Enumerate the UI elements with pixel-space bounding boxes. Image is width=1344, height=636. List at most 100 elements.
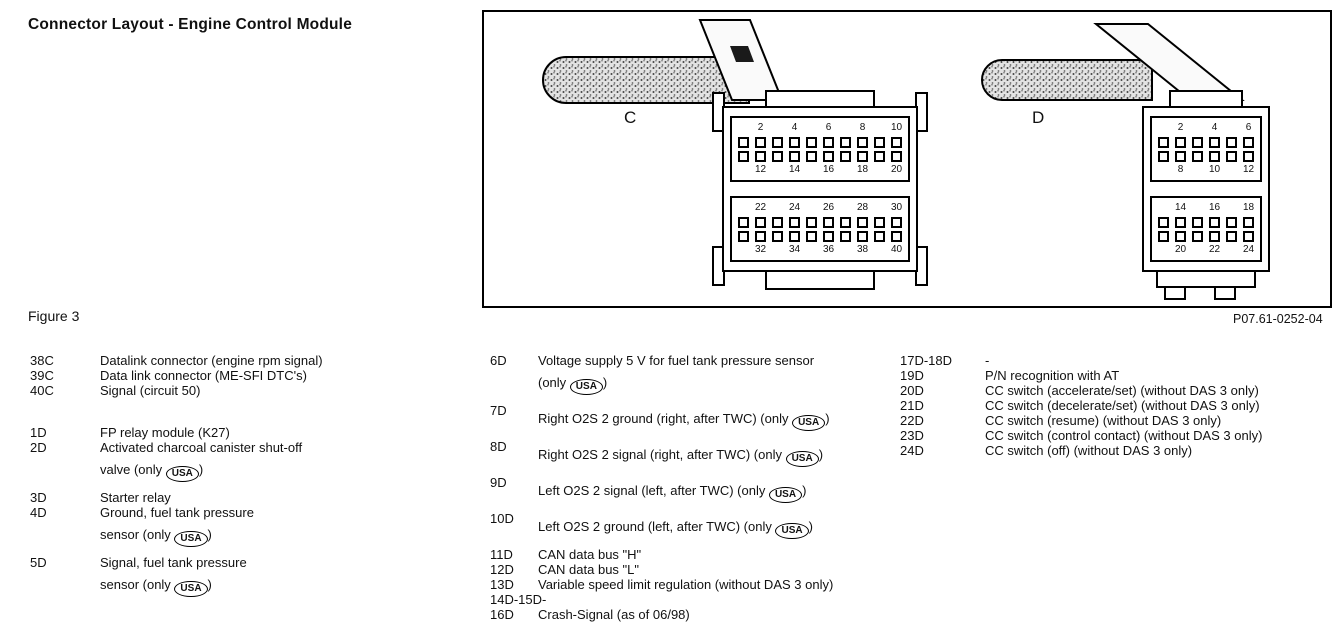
pin-number: 24: [1242, 244, 1255, 255]
pin-description-line: Left O2S 2 ground (left, after TWC) (onl…: [538, 520, 890, 539]
pin-description-line: Variable speed limit regulation (without…: [538, 577, 834, 592]
pin-square: [772, 136, 783, 148]
pin-number: 10: [890, 122, 903, 133]
usa-badge: USA: [174, 581, 208, 597]
pin-number: 36: [822, 244, 835, 255]
pin-number: [1155, 163, 1172, 177]
figure-label: Figure 3: [28, 308, 80, 324]
legend-entry: 17D-18D-: [900, 354, 1340, 368]
usa-badge: USA: [768, 487, 803, 503]
pin-cell: [1155, 215, 1172, 229]
pin-cell: [854, 215, 871, 229]
pin-number: [803, 243, 820, 257]
pin-number: 32: [754, 244, 767, 255]
pin-cell: [820, 229, 837, 243]
pin-cell: [1223, 215, 1240, 229]
pin-cell: [837, 215, 854, 229]
page-title: Connector Layout - Engine Control Module: [28, 16, 353, 33]
pin-row: [735, 149, 905, 163]
pin-square: [840, 216, 851, 228]
pin-description: CAN data bus "H": [538, 548, 890, 562]
cable-c: [542, 56, 750, 104]
pin-number: 34: [788, 244, 801, 255]
pin-number: 18: [856, 164, 869, 175]
pin-description-line: P/N recognition with AT: [985, 368, 1120, 383]
pin-cell: [769, 149, 786, 163]
pin-id: 20D: [900, 383, 924, 398]
pin-square: [823, 230, 834, 242]
pin-description-line: Crash-Signal (as of 06/98): [538, 607, 690, 622]
pin-square: [806, 230, 817, 242]
pin-row: [1155, 149, 1257, 163]
pin-id: 16D: [490, 607, 514, 622]
pin-cell: [735, 149, 752, 163]
pin-number: [1155, 201, 1172, 215]
pin-square: [1243, 150, 1254, 162]
pin-description-line: Signal (circuit 50): [100, 383, 201, 398]
pin-description-line: sensor (only USA): [100, 528, 480, 547]
pin-number: 8: [1177, 164, 1184, 175]
pin-cell: [752, 149, 769, 163]
pin-row: [735, 215, 905, 229]
pin-id: 9D: [490, 475, 507, 490]
pin-square: [823, 136, 834, 148]
pin-id: 39C: [30, 368, 54, 383]
pin-cell: [854, 229, 871, 243]
pin-number: 6: [1245, 122, 1252, 133]
pin-number: [1189, 121, 1206, 135]
pin-cell: [871, 135, 888, 149]
pin-number: 24: [788, 202, 801, 213]
connector-label-c: C: [624, 108, 637, 127]
pin-description-line: Starter relay: [100, 490, 171, 505]
pin-square: [891, 230, 902, 242]
pin-description-line: -: [542, 592, 547, 607]
pin-cell: [769, 135, 786, 149]
pin-description-line: sensor (only USA): [100, 578, 480, 597]
pin-cell: [837, 229, 854, 243]
pin-cell: [854, 135, 871, 149]
pin-number: [837, 163, 854, 177]
pin-number: 6: [825, 122, 832, 133]
pin-cell: [803, 229, 820, 243]
pin-cell: [854, 149, 871, 163]
pin-cell: [1155, 135, 1172, 149]
pin-description-line: CAN data bus "H": [538, 547, 642, 562]
pin-square: [840, 150, 851, 162]
pin-id: 19D: [900, 368, 924, 383]
pin-cell: [1155, 229, 1172, 243]
pin-id: 12D: [490, 562, 514, 577]
pin-number: 4: [791, 122, 798, 133]
pin-cell: [1240, 135, 1257, 149]
pin-cell: [769, 229, 786, 243]
usa-badge: USA: [165, 466, 199, 482]
pin-number: 38: [856, 244, 869, 255]
pin-number: 30: [890, 202, 903, 213]
pin-number: [735, 201, 752, 215]
pin-square: [789, 216, 800, 228]
pin-id: 2D: [30, 440, 47, 455]
pin-description-line: CC switch (accelerate/set) (without DAS …: [985, 383, 1259, 398]
pin-number: 2: [757, 122, 764, 133]
pin-cell: [769, 215, 786, 229]
pin-cell: [803, 149, 820, 163]
pin-cell: [1172, 149, 1189, 163]
pin-square: [891, 150, 902, 162]
pin-square: [1192, 150, 1203, 162]
strap-c-clip: [730, 46, 754, 62]
pin-id: 1D: [30, 425, 47, 440]
pin-number: 40: [890, 244, 903, 255]
pin-description: P/N recognition with AT: [985, 369, 1340, 383]
pin-cell: [1189, 135, 1206, 149]
pin-square: [891, 216, 902, 228]
pin-square: [857, 230, 868, 242]
pin-description: CC switch (decelerate/set) (without DAS …: [985, 399, 1340, 413]
